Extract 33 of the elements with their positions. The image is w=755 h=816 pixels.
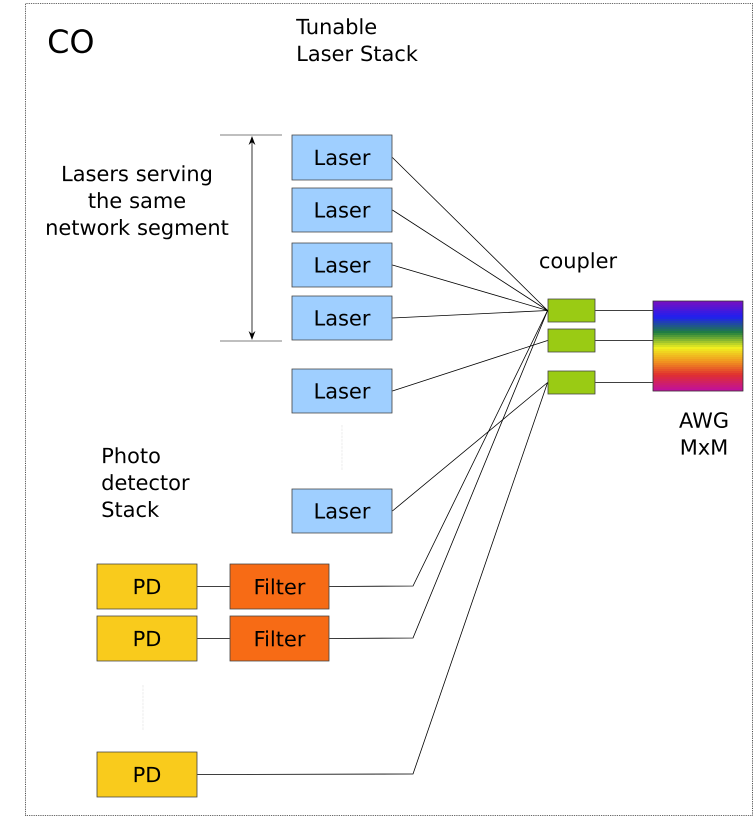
stack-heading: Photo detector Stack <box>102 447 190 518</box>
laser-box: Laser <box>292 368 392 414</box>
laser-box: Laser <box>292 134 392 180</box>
connector-line <box>329 310 548 639</box>
connector-line <box>595 382 653 383</box>
coupler-label: coupler <box>540 252 618 272</box>
stack-heading: Tunable Laser Stack <box>296 18 418 62</box>
coupler-box <box>548 328 596 352</box>
awg-block: AWG MxM <box>652 300 744 455</box>
connector-line <box>392 310 548 318</box>
laser-box: Laser <box>292 188 392 232</box>
connector-line <box>197 382 548 775</box>
laser-box: Laser <box>292 296 392 340</box>
photodetector-box: PD <box>96 564 198 610</box>
connector-line <box>392 264 548 311</box>
bracket-caption: Lasers serving the same network segment <box>47 165 228 240</box>
connector-line <box>392 340 548 392</box>
photodetector-box: PD <box>96 616 198 662</box>
connector-line <box>197 586 230 587</box>
connector-line <box>595 310 653 311</box>
node-label: AWG MxM <box>679 412 728 455</box>
connector-line <box>392 157 548 311</box>
connector-line <box>595 340 653 341</box>
coupler-box <box>548 370 596 394</box>
connector-line <box>392 382 548 512</box>
photodetector-box: PD <box>96 752 198 798</box>
filter-box: Filter <box>230 616 330 662</box>
coupler-box <box>548 298 596 322</box>
filter-box: Filter <box>230 564 330 610</box>
laser-box: Laser <box>292 242 392 288</box>
laser-box: Laser <box>292 488 392 534</box>
connector-line <box>392 210 548 311</box>
connector-line <box>197 638 230 639</box>
